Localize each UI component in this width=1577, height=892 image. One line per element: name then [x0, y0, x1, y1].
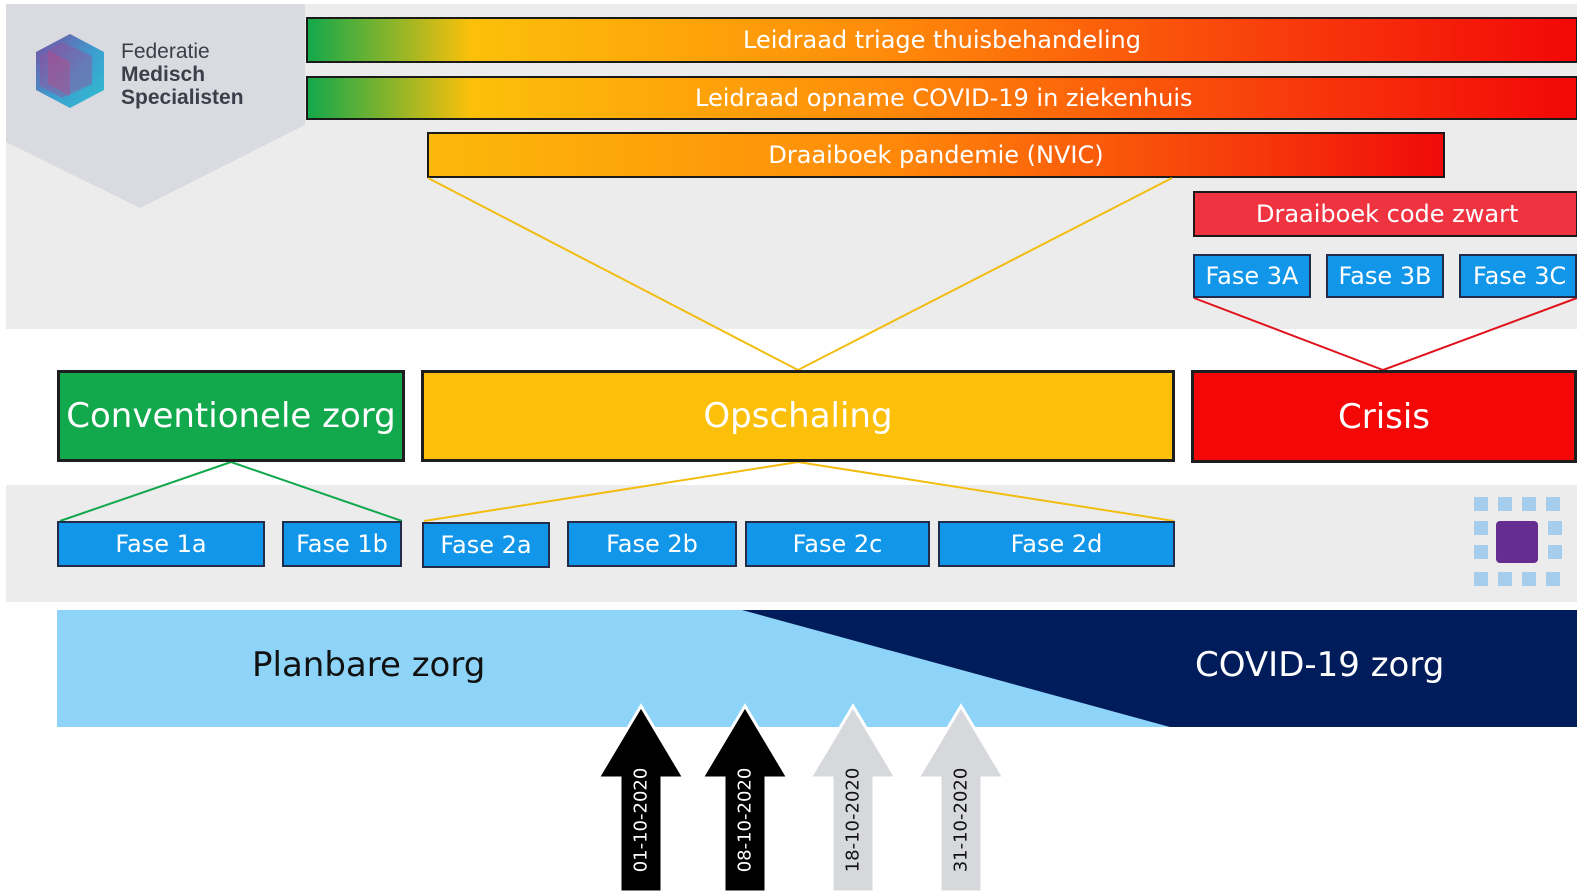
date-label-2: 08-10-2020 [734, 767, 756, 873]
date-label-3: 18-10-2020 [842, 767, 864, 873]
logo-text-federatie: Federatie [121, 40, 210, 63]
fms-hexagon-icon [36, 34, 104, 108]
guideline-bar-nvic [427, 132, 1445, 178]
fase-2d-box: Fase 2d [938, 521, 1175, 567]
date-arrow-2 [699, 703, 791, 892]
fase-2c-box: Fase 2c [745, 521, 930, 567]
covid-care-label: COVID-19 zorg [1195, 645, 1445, 685]
guideline-label-nvic: Draaiboek pandemie (NVIC) [768, 141, 1104, 169]
fase-3a-box: Fase 3A [1193, 254, 1311, 298]
fase-2b-box: Fase 2b [567, 521, 737, 567]
hospital-grid-icon [1474, 497, 1562, 586]
guideline-label-admission: Leidraad opname COVID-19 in ziekenhuis [695, 84, 1193, 112]
fase-3c-box: Fase 3C [1459, 254, 1577, 298]
logo-text-medisch: Medisch [121, 63, 206, 86]
date-label-1: 01-10-2020 [630, 767, 652, 873]
guideline-bar-admission [306, 76, 1577, 120]
logo-text-specialisten: Specialisten [121, 86, 244, 109]
date-arrow-1 [595, 703, 687, 892]
guideline-bar-triage [306, 17, 1577, 63]
guideline-bar-code-zwart [1193, 191, 1577, 237]
phase-scaling-box: Opschaling [421, 370, 1175, 462]
date-arrow-4 [915, 703, 1007, 892]
fase-3b-box: Fase 3B [1326, 254, 1444, 298]
guideline-label-triage: Leidraad triage thuisbehandeling [743, 26, 1141, 54]
date-label-4: 31-10-2020 [950, 767, 972, 873]
planned-care-label: Planbare zorg [252, 645, 486, 685]
guideline-label-code-zwart: Draaiboek code zwart [1256, 200, 1519, 228]
covid-care-area [742, 610, 1577, 727]
fase-2a-box: Fase 2a [422, 522, 550, 568]
fase-1b-box: Fase 1b [282, 521, 402, 567]
date-arrow-3 [807, 703, 899, 892]
fase-1a-box: Fase 1a [57, 521, 265, 567]
phase-conventional-box: Conventionele zorg [57, 370, 405, 462]
phase-crisis-box: Crisis [1191, 370, 1577, 463]
